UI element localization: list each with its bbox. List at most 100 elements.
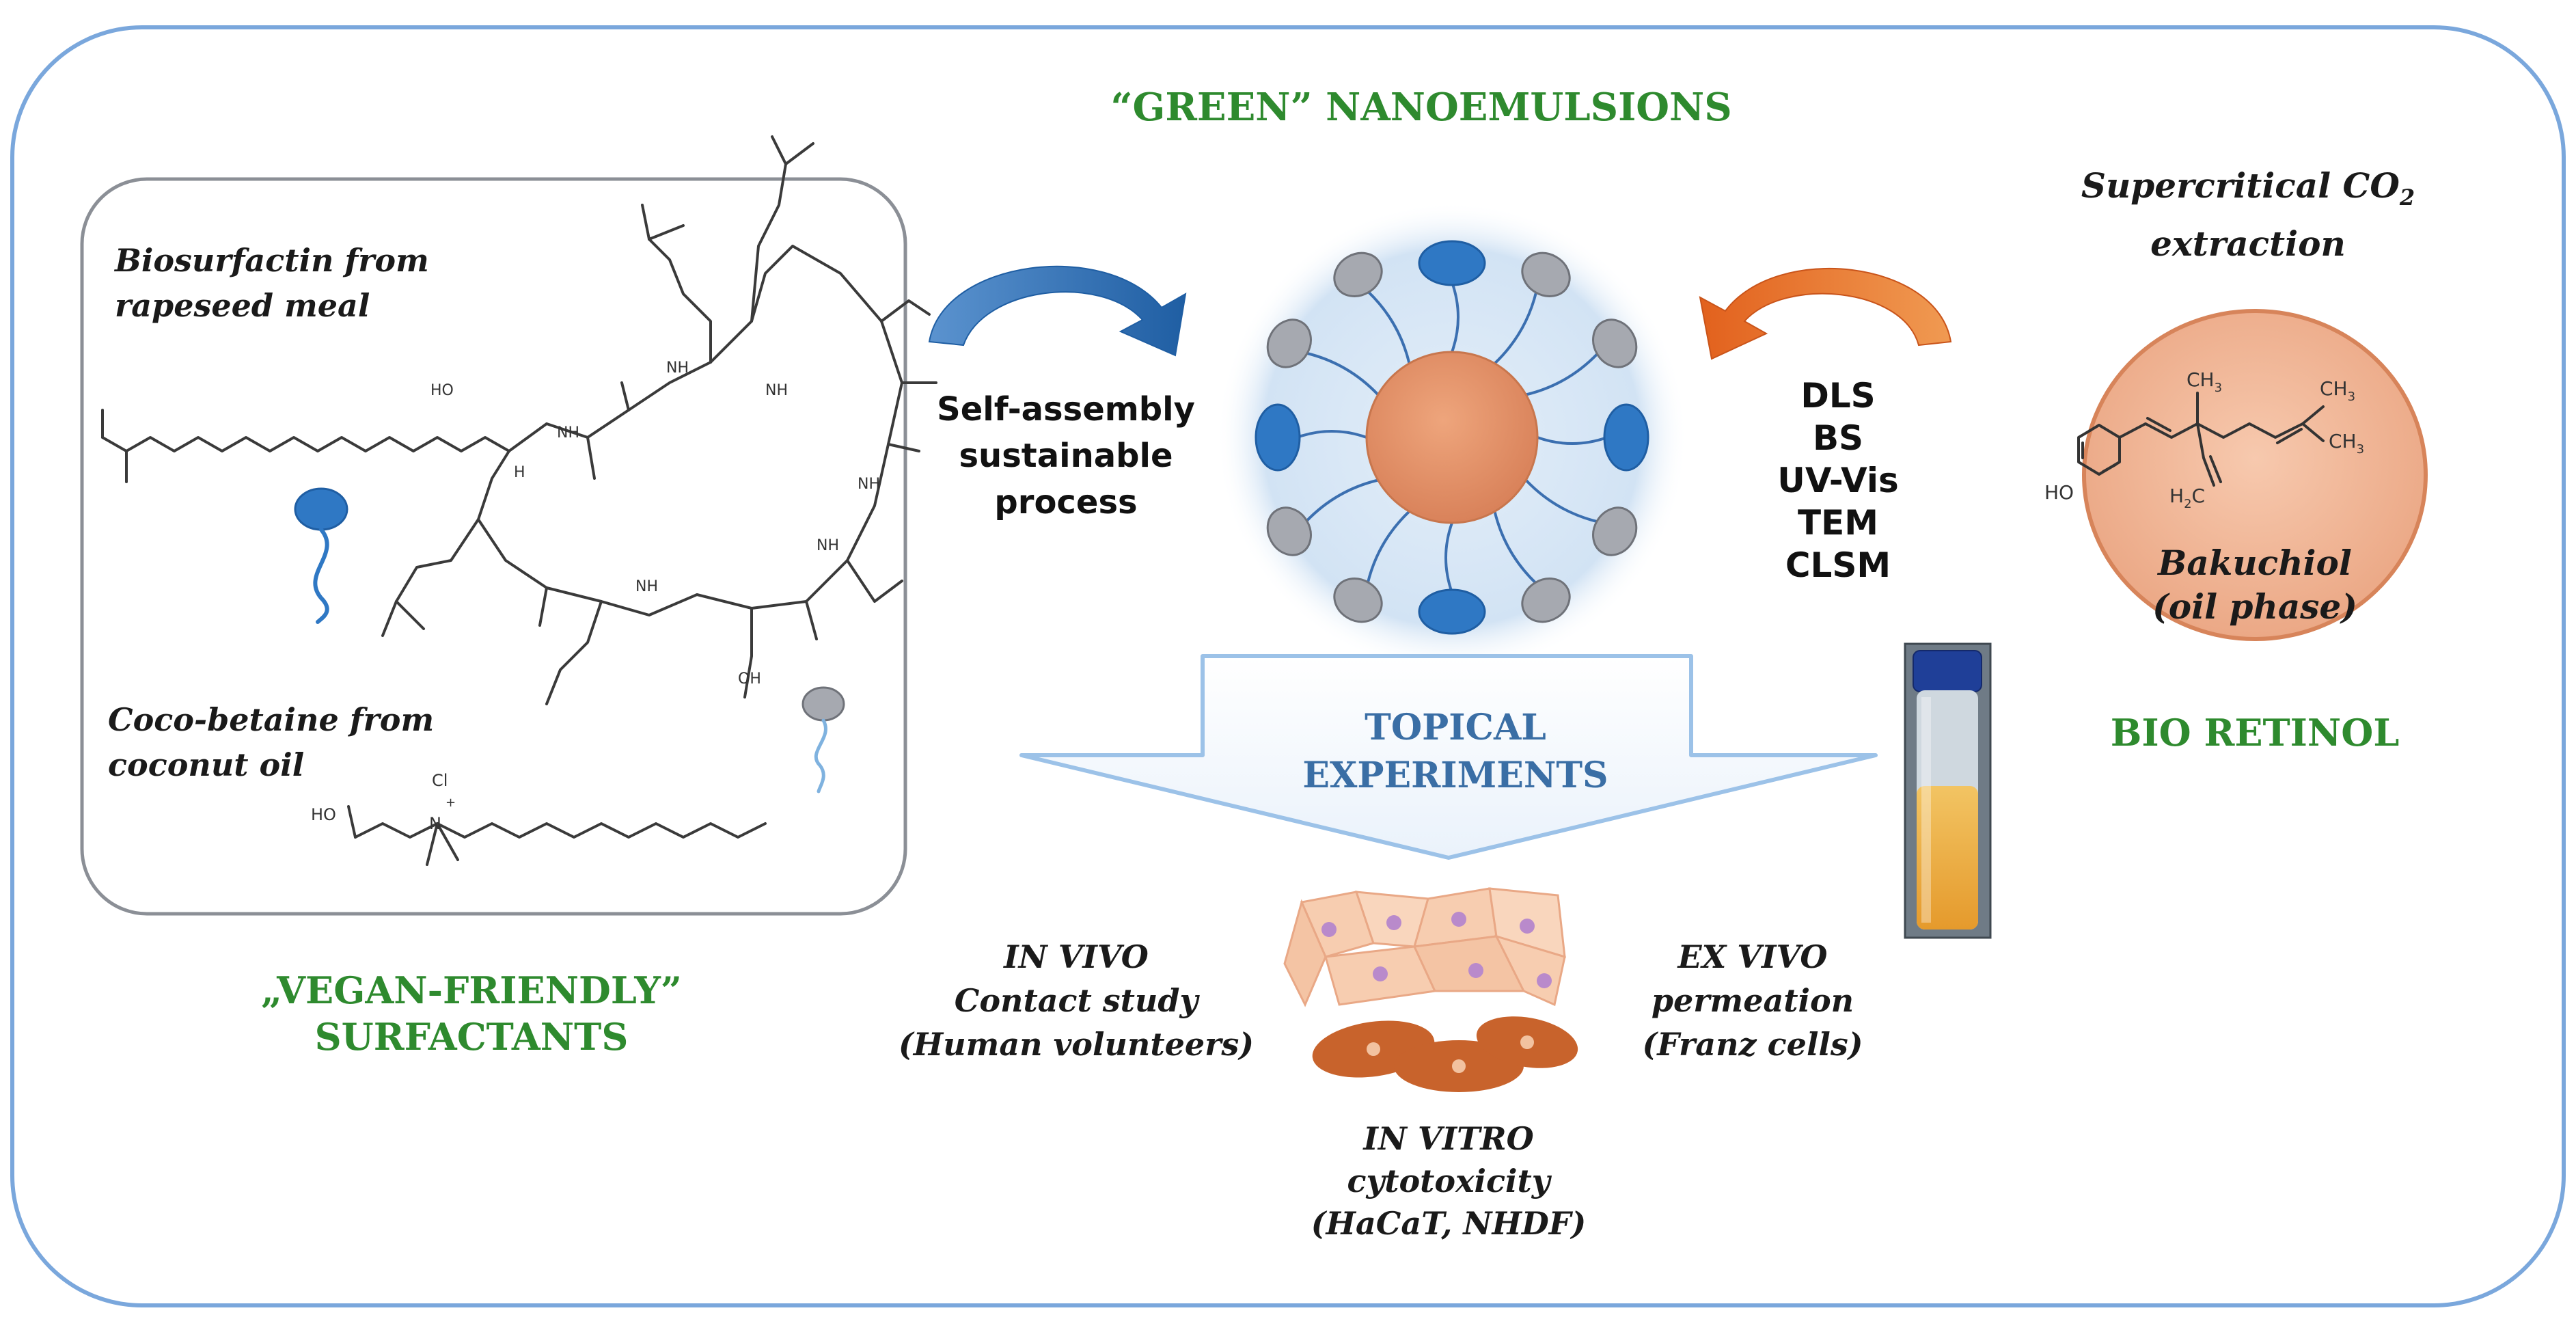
process-label: Self-assembly sustainable process	[902, 386, 1230, 526]
atom-ho: HO	[311, 805, 336, 824]
surfactant-tail	[1366, 290, 1411, 365]
process-label-line: sustainable	[959, 437, 1173, 475]
cocobetaine-head	[1266, 506, 1312, 556]
surfactant-tail	[1296, 430, 1368, 439]
biosurfactin-head	[1418, 588, 1486, 635]
bakuchiol-phase: (oil phase)	[2152, 586, 2357, 627]
biosurfactin-icon	[294, 487, 348, 624]
atom-ch3: CH	[2329, 430, 2357, 452]
technique-dls: DLS	[1800, 376, 1876, 416]
cocobetaine-label-line: coconut oil	[108, 746, 305, 783]
process-label-line: Self-assembly	[937, 390, 1195, 429]
biosurfactin-head	[1603, 403, 1649, 472]
svg-text:CH3: CH3	[2320, 377, 2355, 404]
cocobetaine-head	[1521, 578, 1571, 623]
biosurfactin-head	[1255, 403, 1301, 472]
characterization-list: DLS BS UV-Vis TEM CLSM	[1736, 375, 1941, 586]
atom-h2c: H	[2169, 485, 2184, 507]
atom-n: N	[429, 814, 441, 833]
nanoemulsion-vial	[1904, 642, 1992, 939]
surfactant-heads	[1255, 240, 1649, 635]
bakuchiol-label: Bakuchiol (oil phase)	[2118, 541, 2392, 629]
technique-clsm: CLSM	[1785, 545, 1891, 585]
cocobetaine-head	[1521, 252, 1571, 297]
surfactant-tail	[1366, 510, 1411, 585]
surfactant-tails	[1296, 281, 1608, 594]
cocobetaine-atom-labels: HO N + Cl	[311, 771, 456, 833]
oil-core	[1365, 351, 1539, 524]
atom-charge: +	[446, 796, 456, 810]
atom-cl: Cl	[432, 771, 448, 790]
bakuchiol-structure	[2077, 392, 2325, 487]
surfactants-caption-line: SURFACTANTS	[314, 1015, 629, 1059]
topical-experiments-arrow	[1019, 654, 1878, 860]
surfactant-tail	[1304, 351, 1380, 396]
surfactant-tail	[1524, 478, 1600, 524]
cocobetaine-label: Coco-betaine from coconut oil	[108, 697, 434, 787]
ex-vivo-line: permeation	[1651, 982, 1854, 1019]
surfactant-tail	[1451, 281, 1460, 353]
atom-nh: NH	[765, 382, 788, 399]
cocobetaine-label-line: Coco-betaine from	[108, 701, 435, 738]
cells-illustration	[1283, 887, 1578, 1092]
in-vivo-line: Contact study	[954, 982, 1198, 1019]
ex-vivo-title: EX VIVO	[1677, 938, 1828, 975]
in-vitro-title: IN VITRO	[1363, 1120, 1534, 1157]
in-vitro-label: IN VITRO cytotoxicity (HaCaT, NHDF)	[1250, 1117, 1647, 1245]
cocobetaine-head	[1333, 252, 1383, 297]
extraction-label-subscript: 2	[2399, 185, 2415, 211]
ex-vivo-line: (Franz cells)	[1642, 1026, 1863, 1063]
cocobetaine-head	[1592, 318, 1638, 368]
bakuchiol-atom-labels: HO CH3 CH3 CH3 H2C	[2044, 368, 2364, 511]
surfactant-tail	[1304, 478, 1380, 524]
characterization-arrow	[1699, 267, 1952, 360]
technique-bs: BS	[1812, 418, 1864, 458]
atom-ch3: CH	[2320, 377, 2348, 400]
cocobetaine-head	[1592, 506, 1638, 556]
surfactant-tail	[1493, 510, 1538, 585]
biosurfactin-label-line: rapeseed meal	[115, 287, 370, 324]
cocobetaine-structure	[347, 805, 767, 866]
process-label-line: process	[994, 483, 1138, 521]
outer-frame	[10, 25, 2566, 1307]
technique-tem: TEM	[1797, 503, 1879, 543]
atom-nh: NH	[666, 359, 689, 377]
technique-uv-vis: UV-Vis	[1777, 461, 1899, 500]
svg-text:CH3: CH3	[2329, 430, 2364, 457]
atom-nh: NH	[817, 537, 839, 554]
in-vitro-line: cytotoxicity	[1347, 1163, 1550, 1199]
biosurfactin-atom-labels: HO NH NH NH NH NH NH H OH	[430, 359, 880, 688]
in-vitro-line: (HaCaT, NHDF)	[1311, 1205, 1587, 1242]
atom-oh: OH	[738, 670, 761, 688]
atom-ch3: CH	[2187, 368, 2215, 391]
atom-nh: NH	[635, 578, 658, 595]
retinol-caption: BIO RETINOL	[2110, 711, 2400, 755]
in-vivo-line: (Human volunteers)	[898, 1026, 1255, 1063]
atom-subscript: 3	[2215, 381, 2222, 395]
topical-label: TOPICAL EXPERIMENTS	[1237, 704, 1674, 800]
biosurfactin-structure	[101, 135, 937, 705]
ex-vivo-label: EX VIVO permeation (Franz cells)	[1599, 935, 1906, 1066]
surfactant-tail	[1444, 521, 1453, 594]
atom-nh: NH	[557, 424, 579, 442]
bakuchiol-name: Bakuchiol	[2158, 543, 2352, 583]
surfactant-tail	[1493, 290, 1538, 365]
svg-text:CH3: CH3	[2187, 368, 2222, 395]
cocobetaine-icon	[801, 686, 845, 793]
atom-ho: HO	[2044, 481, 2074, 504]
atom-h: H	[514, 464, 525, 481]
self-assembly-arrow	[928, 265, 1187, 357]
surfactant-tail	[1524, 351, 1600, 396]
topical-label-line: EXPERIMENTS	[1302, 755, 1608, 796]
surfactant-box	[80, 177, 907, 916]
cocobetaine-head	[1266, 318, 1312, 368]
extraction-label-line: Supercritical CO	[2081, 165, 2400, 206]
atom-ho: HO	[430, 382, 454, 399]
surfactants-caption-line: „VEGAN-FRIENDLY”	[261, 968, 682, 1012]
atom-nh: NH	[858, 476, 880, 493]
extraction-label-line: extraction	[2150, 223, 2346, 264]
biosurfactin-label: Biosurfactin from rapeseed meal	[115, 238, 429, 328]
surfactants-caption: „VEGAN-FRIENDLY” SURFACTANTS	[198, 967, 745, 1060]
surfactant-tail	[1536, 436, 1608, 445]
